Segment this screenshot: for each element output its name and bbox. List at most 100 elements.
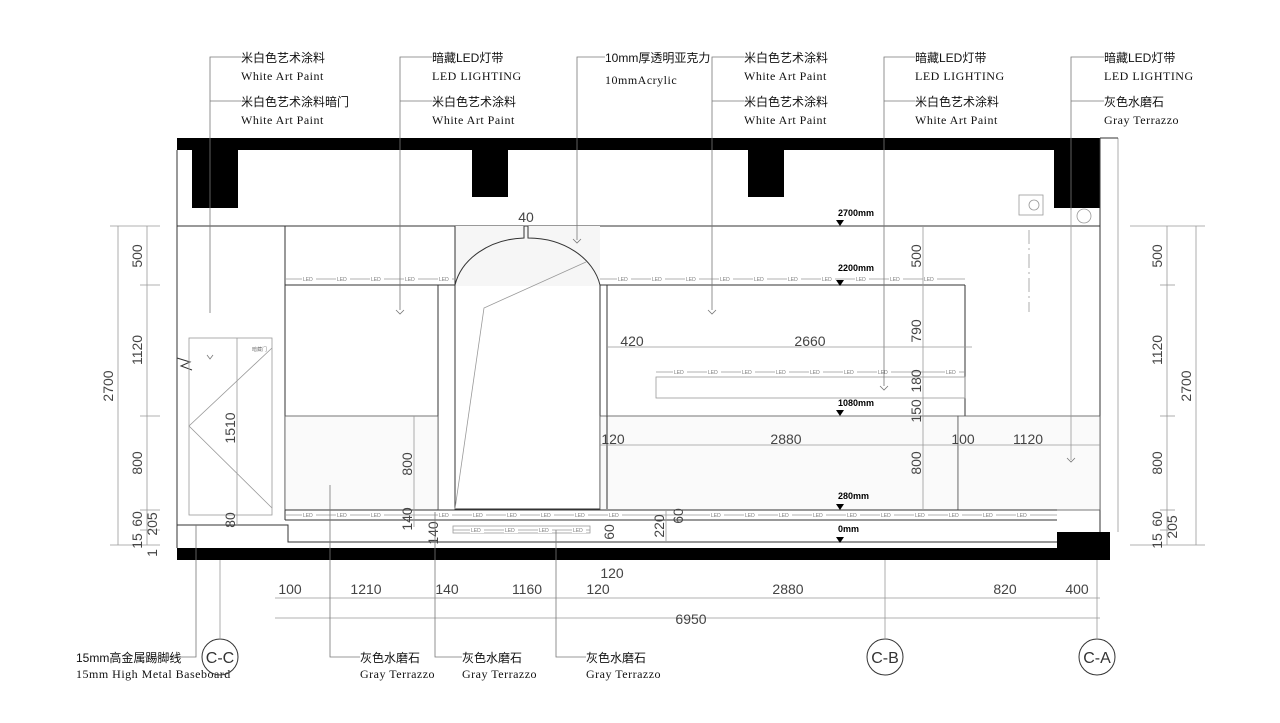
- beam: [472, 150, 508, 197]
- bottom-dims-total: 6950: [675, 611, 706, 627]
- level-2700: 2700mm: [836, 208, 874, 226]
- bottom-callouts-0-cn: 15mm高金属踢脚线: [76, 650, 181, 665]
- right-dims-d: 60: [1149, 511, 1165, 527]
- inner-dimensions: 40 1510 80 800 140 140 60 220 60 420 266…: [222, 209, 1100, 545]
- inner-dims-d790: 790: [908, 319, 924, 343]
- top-callouts-5-en2: Gray Terrazzo: [1104, 113, 1179, 127]
- left-dims-b: 1120: [129, 335, 145, 365]
- arch-opening: [454, 225, 601, 510]
- inner-dims-d1120: 1120: [1013, 431, 1043, 447]
- right-dims-e: 15: [1149, 533, 1165, 549]
- right-dims-a: 500: [1149, 244, 1165, 268]
- led-label: LED: [742, 370, 752, 376]
- bottom-callouts-2-en: Gray Terrazzo: [462, 667, 537, 681]
- section-marks-1: C-B: [871, 650, 899, 667]
- section-marks-0: C-C: [206, 650, 234, 667]
- levels-1: 2200mm: [838, 263, 874, 273]
- levels-2: 1080mm: [838, 398, 874, 408]
- inner-dims-d2660: 2660: [794, 333, 825, 349]
- led-label: LED: [575, 513, 585, 519]
- top-callouts-5-en1: LED LIGHTING: [1104, 69, 1194, 83]
- level-0: 0mm: [836, 524, 859, 543]
- bottom-callouts-0-en: 15mm High Metal Baseboard: [76, 667, 231, 681]
- led-label: LED: [711, 513, 721, 519]
- inner-dims-d60b: 60: [670, 508, 686, 524]
- inner-dims-d100: 100: [951, 431, 975, 447]
- inner-dims-led-gap2: 140: [425, 521, 441, 545]
- led-label: LED: [674, 370, 684, 376]
- led-label: LED: [303, 277, 313, 283]
- level-markers: 2700mm 2200mm 1080mm 280mm 0mm: [836, 208, 874, 543]
- floor-block: [1057, 532, 1110, 560]
- led-label: LED: [881, 513, 891, 519]
- door-tag: 暗藏门: [252, 346, 267, 353]
- section-mark-c-a: [1078, 638, 1116, 676]
- left-dimensions: 500 1120 800 60 15 2700 205 1: [100, 225, 160, 557]
- bottom-callouts-3-cn: 灰色水磨石: [586, 651, 646, 665]
- terrazzo-panel: [284, 415, 439, 511]
- led-label: LED: [652, 277, 662, 283]
- ceiling-slab: [177, 138, 1100, 150]
- top-callouts-4-cn1: 暗藏LED灯带: [915, 50, 986, 65]
- led-label: LED: [708, 370, 718, 376]
- inner-dims-led-gap1: 140: [399, 507, 415, 531]
- led-label: LED: [720, 277, 730, 283]
- top-callouts-3-en2: White Art Paint: [744, 113, 827, 127]
- left-dims-d: 60: [129, 511, 145, 527]
- top-callouts-0-cn1: 米白色艺术涂料: [241, 50, 325, 65]
- top-callouts-2-en1: 10mmAcrylic: [605, 73, 677, 87]
- led-label: LED: [439, 277, 449, 283]
- left-dims-total: 2700: [100, 370, 116, 401]
- inner-dims-d500: 500: [908, 244, 924, 268]
- top-callouts-0-en2: White Art Paint: [241, 113, 324, 127]
- right-dims-total: 2700: [1178, 370, 1194, 401]
- section-marks: C-C C-B C-A 暗藏门: [201, 346, 1116, 676]
- inner-dims-door-base: 80: [222, 512, 238, 528]
- top-callouts-1-cn2: 米白色艺术涂料: [432, 94, 516, 109]
- led-label: LED: [405, 277, 415, 283]
- left-dims-a: 500: [129, 244, 145, 268]
- bottom-dims-row-1: 1210: [350, 581, 381, 597]
- section-mark-c-b: [866, 638, 904, 676]
- bottom-dims-row-0: 100: [278, 581, 302, 597]
- inner-dims-d220: 220: [651, 514, 667, 538]
- beam: [1054, 150, 1100, 208]
- led-label: LED: [303, 513, 313, 519]
- right-dims-b: 1120: [1149, 335, 1165, 365]
- led-label: LED: [609, 513, 619, 519]
- levels-0: 2700mm: [838, 208, 874, 218]
- top-callouts-2-cn1: 10mm厚透明亚克力: [605, 51, 710, 65]
- led-label: LED: [337, 277, 347, 283]
- floor-slab: [177, 548, 1057, 560]
- led-label: LED: [890, 277, 900, 283]
- led-label: LED: [505, 528, 515, 534]
- top-callouts-5-cn1: 暗藏LED灯带: [1104, 50, 1175, 65]
- bottom-callouts-1-en: Gray Terrazzo: [360, 667, 435, 681]
- left-dims-g: 1: [144, 549, 160, 557]
- led-label: LED: [539, 528, 549, 534]
- beam: [192, 150, 238, 208]
- bottom-dims-row-3: 1160: [512, 581, 542, 597]
- top-callouts-1-en1: LED LIGHTING: [432, 69, 522, 83]
- top-callouts-4-en1: LED LIGHTING: [915, 69, 1005, 83]
- led-label: LED: [473, 513, 483, 519]
- inner-dims-arch-gap: 40: [518, 209, 534, 225]
- terrazzo-panel: [599, 415, 959, 511]
- bottom-callouts-2-cn: 灰色水磨石: [462, 651, 522, 665]
- led-strips: LED LED LED LED LED LED LED LED LED LED LED LED LED L…: [285, 276, 1057, 534]
- top-callouts-1-cn1: 暗藏LED灯带: [432, 50, 503, 65]
- led-label: LED: [471, 528, 481, 534]
- led-label: LED: [371, 277, 381, 283]
- left-dims-e: 15: [129, 533, 145, 549]
- led-label: LED: [686, 277, 696, 283]
- top-callouts-4-en2: White Art Paint: [915, 113, 998, 127]
- structure: [176, 137, 1119, 560]
- bottom-dims-row-7: 400: [1065, 581, 1089, 597]
- led-label: LED: [573, 528, 583, 534]
- led-label: LED: [1017, 513, 1027, 519]
- led-label: LED: [371, 513, 381, 519]
- section-marks-2: C-A: [1083, 650, 1111, 667]
- terrazzo-panel: [957, 415, 1101, 511]
